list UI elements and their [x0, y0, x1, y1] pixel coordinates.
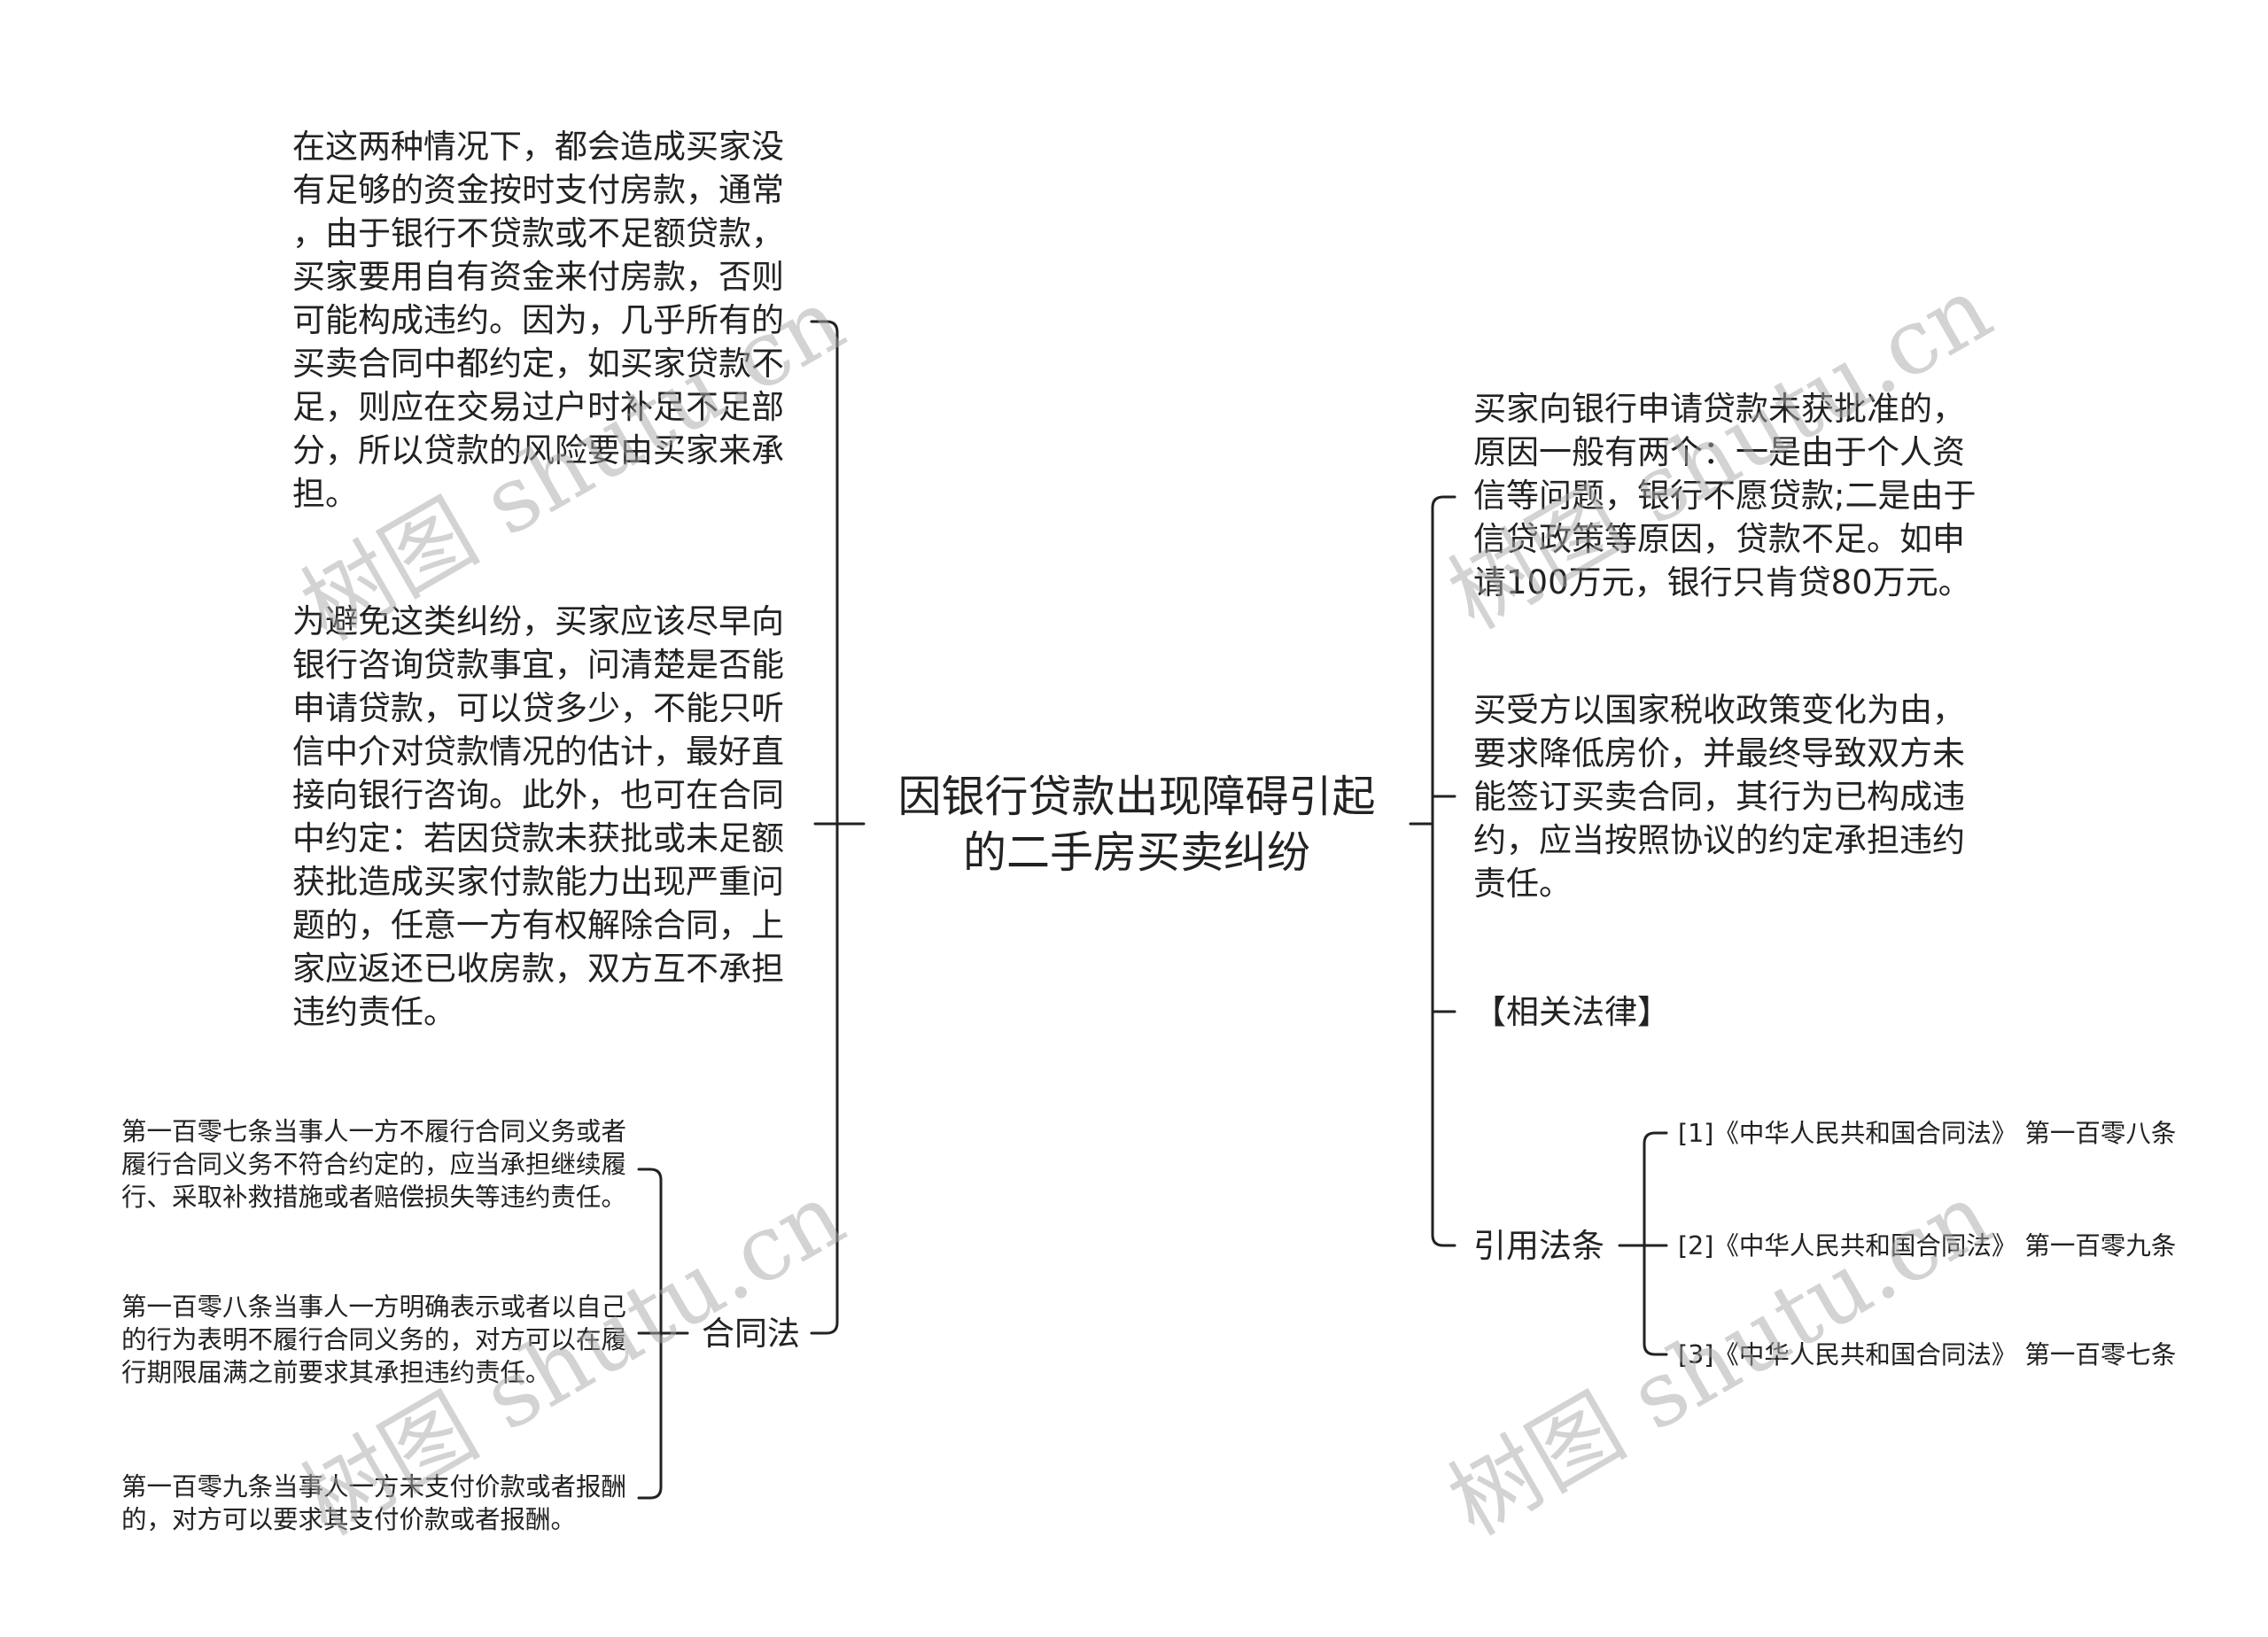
- text-line: 的行为表明不履行合同义务的，对方可以在履: [121, 1325, 627, 1354]
- right-topic-1: 买家向银行申请贷款未获批准的， 原因一般有两个：一是由于个人资 信等问题，银行不…: [1473, 387, 1976, 604]
- text-line: 第一百零九条当事人一方未支付价款或者报酬: [121, 1472, 627, 1501]
- text-line: 中约定：若因贷款未获批或未足额: [292, 819, 784, 857]
- text-line: 足，则应在交易过户时补足不足部: [292, 388, 784, 426]
- text-line: 信等问题，银行不愿贷款;二是由于: [1473, 477, 1977, 515]
- text-line: 买家向银行申请贷款未获批准的，: [1473, 390, 1965, 428]
- text-line: 银行咨询贷款事宜，问清楚是否能: [292, 646, 784, 684]
- text-line: 在这两种情况下，都会造成买家没: [292, 128, 784, 166]
- text-line: 行、采取补救措施或者赔偿损失等违约责任。: [121, 1183, 627, 1212]
- text-line: 获批造成买家付款能力出现严重问: [292, 863, 784, 901]
- text-line: 申请贷款，可以贷多少，不能只听: [292, 689, 784, 727]
- contract-law-article-107: 第一百零七条当事人一方不履行合同义务或者 履行合同义务不符合约定的，应当承担继续…: [121, 1115, 626, 1214]
- cited-article-3: [3]《中华人民共和国合同法》 第一百零七条: [1678, 1338, 2176, 1371]
- text-line: 题的，任意一方有权解除合同，上: [292, 906, 784, 944]
- left-topic-1: 在这两种情况下，都会造成买家没 有足够的资金按时支付房款，通常 ，由于银行不贷款…: [292, 125, 784, 516]
- cited-article-1: [1]《中华人民共和国合同法》 第一百零八条: [1678, 1117, 2176, 1150]
- text-line: 违约责任。: [292, 993, 456, 1031]
- text-line: 买受方以国家税收政策变化为由，: [1473, 691, 1965, 729]
- contract-law-article-109: 第一百零九条当事人一方未支付价款或者报酬 的，对方可以要求其支付价款或者报酬。: [121, 1470, 626, 1536]
- text-line: 约，应当按照协议的约定承担违约: [1473, 821, 1965, 859]
- text-line: 的，对方可以要求其支付价款或者报酬。: [121, 1505, 577, 1534]
- text-line: 履行合同义务不符合约定的，应当承担继续履: [121, 1150, 627, 1179]
- text-line: 行期限届满之前要求其承担违约责任。: [121, 1358, 551, 1387]
- text-line: 信贷政策等原因，贷款不足。如申: [1473, 520, 1965, 558]
- text-line: 担。: [292, 475, 358, 513]
- text-line: 家应返还已收房款，双方互不承担: [292, 950, 784, 988]
- connector-cited-articles-bracket: [1643, 1131, 1668, 1356]
- related-law-label: 【相关法律】: [1473, 993, 1670, 1031]
- text-line: 要求降低房价，并最终导致双方未: [1473, 734, 1965, 772]
- text-line: 买卖合同中都约定，如买家贷款不: [292, 345, 784, 383]
- right-topic-2: 买受方以国家税收政策变化为由， 要求降低房价，并最终导致双方未 能签订买卖合同，…: [1473, 688, 1965, 905]
- contract-law-article-108: 第一百零八条当事人一方明确表示或者以自己 的行为表明不履行合同义务的，对方可以在…: [121, 1291, 626, 1389]
- central-topic: 因银行贷款出现障碍引起 的二手房买卖纠纷: [871, 769, 1402, 881]
- text-line: 有足够的资金按时支付房款，通常: [292, 171, 784, 209]
- text-line: [1]《中华人民共和国合同法》 第一百零八条: [1678, 1119, 2177, 1148]
- text-line: ，由于银行不贷款或不足额贷款，: [292, 214, 784, 252]
- text-line: 请100万元，银行只肯贷80万元。: [1473, 563, 1971, 601]
- cited-articles-topic: 引用法条: [1473, 1224, 1604, 1268]
- text-line: 可能构成违约。因为，几乎所有的: [292, 301, 784, 339]
- contract-law-label: 合同法: [702, 1315, 800, 1353]
- text-line: [2]《中华人民共和国合同法》 第一百零九条: [1678, 1231, 2177, 1261]
- text-line: 买家要用自有资金来付房款，否则: [292, 258, 784, 296]
- text-line: 的二手房买卖纠纷: [962, 827, 1310, 878]
- cited-article-2: [2]《中华人民共和国合同法》 第一百零九条: [1678, 1230, 2176, 1262]
- text-line: 责任。: [1473, 865, 1572, 903]
- text-line: 第一百零八条当事人一方明确表示或者以自己: [121, 1292, 627, 1322]
- text-line: 分，所以贷款的风险要由买家来承: [292, 431, 784, 469]
- text-line: 第一百零七条当事人一方不履行合同义务或者: [121, 1117, 627, 1146]
- connector-right-main-bracket: [1431, 495, 1456, 1247]
- text-line: 接向银行咨询。此外，也可在合同: [292, 776, 784, 814]
- text-line: 因银行贷款出现障碍引起: [897, 772, 1376, 822]
- text-line: 信中介对贷款情况的估计，最好直: [292, 733, 784, 771]
- left-topic-2: 为避免这类纠纷，买家应该尽早向 银行咨询贷款事宜，问清楚是否能 申请贷款，可以贷…: [292, 600, 784, 1034]
- contract-law-topic: 合同法: [702, 1312, 800, 1355]
- related-law-topic: 【相关法律】: [1473, 990, 1670, 1034]
- connector-left-main-bracket: [810, 320, 839, 1335]
- text-line: 原因一般有两个：一是由于个人资: [1473, 433, 1965, 471]
- text-line: 能签订买卖合同，其行为已构成违: [1473, 778, 1965, 816]
- text-line: [3]《中华人民共和国合同法》 第一百零七条: [1678, 1340, 2177, 1369]
- text-line: 为避免这类纠纷，买家应该尽早向: [292, 602, 784, 640]
- cited-articles-label: 引用法条: [1473, 1227, 1604, 1265]
